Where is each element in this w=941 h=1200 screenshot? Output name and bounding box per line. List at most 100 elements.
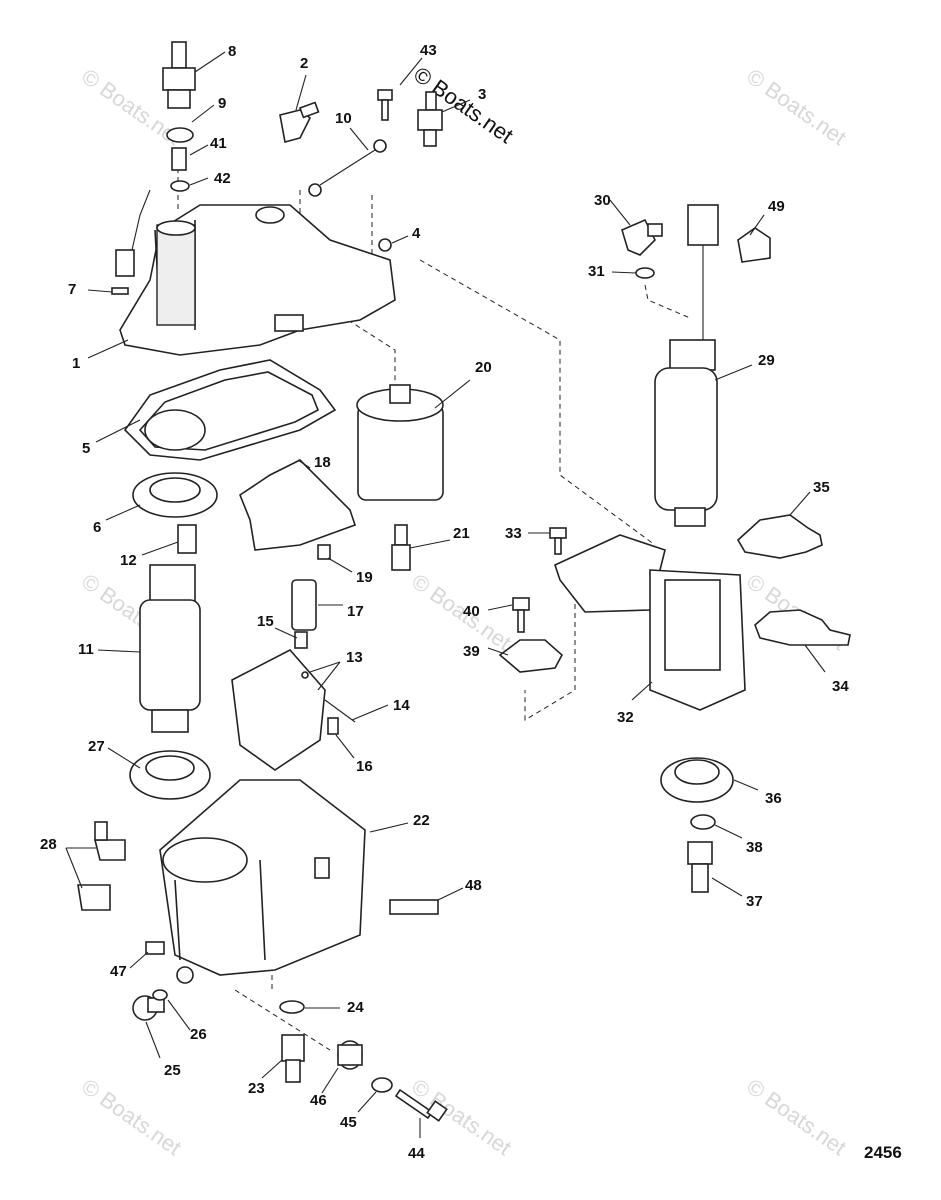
part-39-clamp-plate [498,639,564,673]
callout-27: 27 [88,738,105,755]
callout-1: 1 [72,355,80,372]
callout-20: 20 [475,359,492,376]
part-26-oring [152,989,168,1001]
part-5-gasket [123,359,337,461]
callout-28: 28 [40,836,57,853]
callout-2: 2 [300,55,308,72]
callout-29: 29 [758,352,775,369]
callout-22: 22 [413,812,430,829]
callout-9: 9 [218,95,226,112]
callout-41: 41 [210,135,227,152]
callout-16: 16 [356,758,373,775]
part-25-drain-plug [132,995,165,1021]
callout-34: 34 [832,678,849,695]
callout-23: 23 [248,1080,265,1097]
part-10-ground-wire [308,139,387,197]
callout-35: 35 [813,479,830,496]
callout-7: 7 [68,281,76,298]
part-4-plug [378,238,392,252]
callout-36: 36 [765,790,782,807]
callout-24: 24 [347,999,364,1016]
part-1-vapor-separator-cover [115,189,396,356]
callout-11: 11 [78,641,94,658]
callout-21: 21 [453,525,470,542]
callout-47: 47 [110,963,127,980]
callout-33: 33 [505,525,522,542]
part-30-elbow [621,218,663,256]
part-3-fitting [417,91,443,147]
callout-4: 4 [412,225,421,242]
part-17-fitting [291,579,317,631]
part-41-filter [171,147,187,171]
part-46-grommet [337,1040,363,1070]
part-32-bracket [554,534,746,711]
callout-44: 44 [408,1145,425,1162]
part-27-grommet [129,750,211,800]
callout-48: 48 [465,877,482,894]
part-31-oring [635,267,655,279]
part-18-bracket [239,459,357,551]
callout-12: 12 [120,552,137,569]
watermark: © Boats.net [77,1074,186,1161]
part-43-screw [377,89,393,121]
callout-26: 26 [190,1026,207,1043]
part-34-clamp [754,609,851,646]
callout-8: 8 [228,43,236,60]
part-33-screw [549,527,567,555]
part-19-screw [317,544,331,560]
part-49-clip [737,227,771,263]
part-23-fitting [281,1034,305,1083]
part-8-fitting [162,41,196,109]
callout-42: 42 [214,170,231,187]
part-6-grommet [132,472,218,518]
part-36-grommet [660,757,734,803]
part-2-elbow [279,101,320,143]
part-24-oring [279,1000,305,1014]
watermark: © Boats.net [742,64,851,151]
part-21-sensor [391,524,411,571]
part-13-pin [301,671,309,679]
part-20-fuel-filter [356,384,444,501]
part-12-spacer [177,524,197,554]
callout-30: 30 [594,192,611,209]
part-11-fuel-pump [139,564,201,733]
part-14-cover [231,649,356,771]
assembly-lines [177,150,691,1051]
callout-37: 37 [746,893,763,910]
callout-14: 14 [393,697,410,714]
part-16-screw [327,717,339,735]
callout-32: 32 [617,709,634,726]
callout-18: 18 [314,454,331,471]
part-45-washer [371,1077,393,1093]
part-15-valve [294,631,308,649]
callout-46: 46 [310,1092,327,1109]
callout-45: 45 [340,1114,357,1131]
part-35-clamp [736,514,823,559]
part-48-decal [389,899,439,915]
drawing-number: 2456 [864,1143,902,1162]
watermark: © Boats.net [407,569,516,656]
part-37-fitting [687,841,713,893]
callout-5: 5 [82,440,90,457]
leader-lines [65,51,826,1138]
callout-15: 15 [257,613,274,630]
callout-labels: 8 9 41 42 2 10 43 3 4 7 1 5 6 12 11 27 1… [40,42,849,1162]
callout-17: 17 [347,603,364,620]
watermark: © Boats.net [742,1074,851,1161]
callout-38: 38 [746,839,763,856]
callout-6: 6 [93,519,101,536]
part-29-fuel-pump [654,204,719,527]
part-42-oring [170,180,190,192]
part-40-bolt [512,597,530,633]
callout-39: 39 [463,643,480,660]
callout-43: 43 [420,42,437,59]
callout-3: 3 [478,86,486,103]
callout-49: 49 [768,198,785,215]
part-44-bolt [394,1088,448,1122]
part-22-fuel-bowl [159,779,366,984]
part-28-elbow [77,821,126,911]
part-9-oring [166,127,194,143]
part-47-screw [145,941,165,955]
callout-13: 13 [346,649,363,666]
